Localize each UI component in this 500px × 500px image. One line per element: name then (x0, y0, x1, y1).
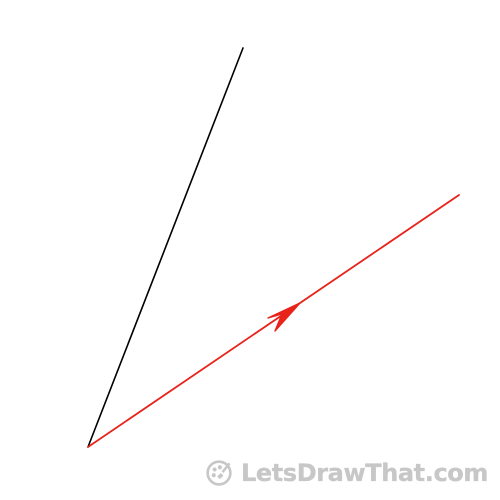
red-arrow (87, 194, 460, 448)
palette-logo-icon (206, 460, 232, 486)
watermark-text: LetsDrawThat.com (240, 459, 489, 487)
red-arrow-shaft (87, 194, 460, 448)
red-arrowhead (267, 302, 301, 332)
watermark: LetsDrawThat.com (205, 456, 489, 490)
black-line (87, 47, 244, 448)
